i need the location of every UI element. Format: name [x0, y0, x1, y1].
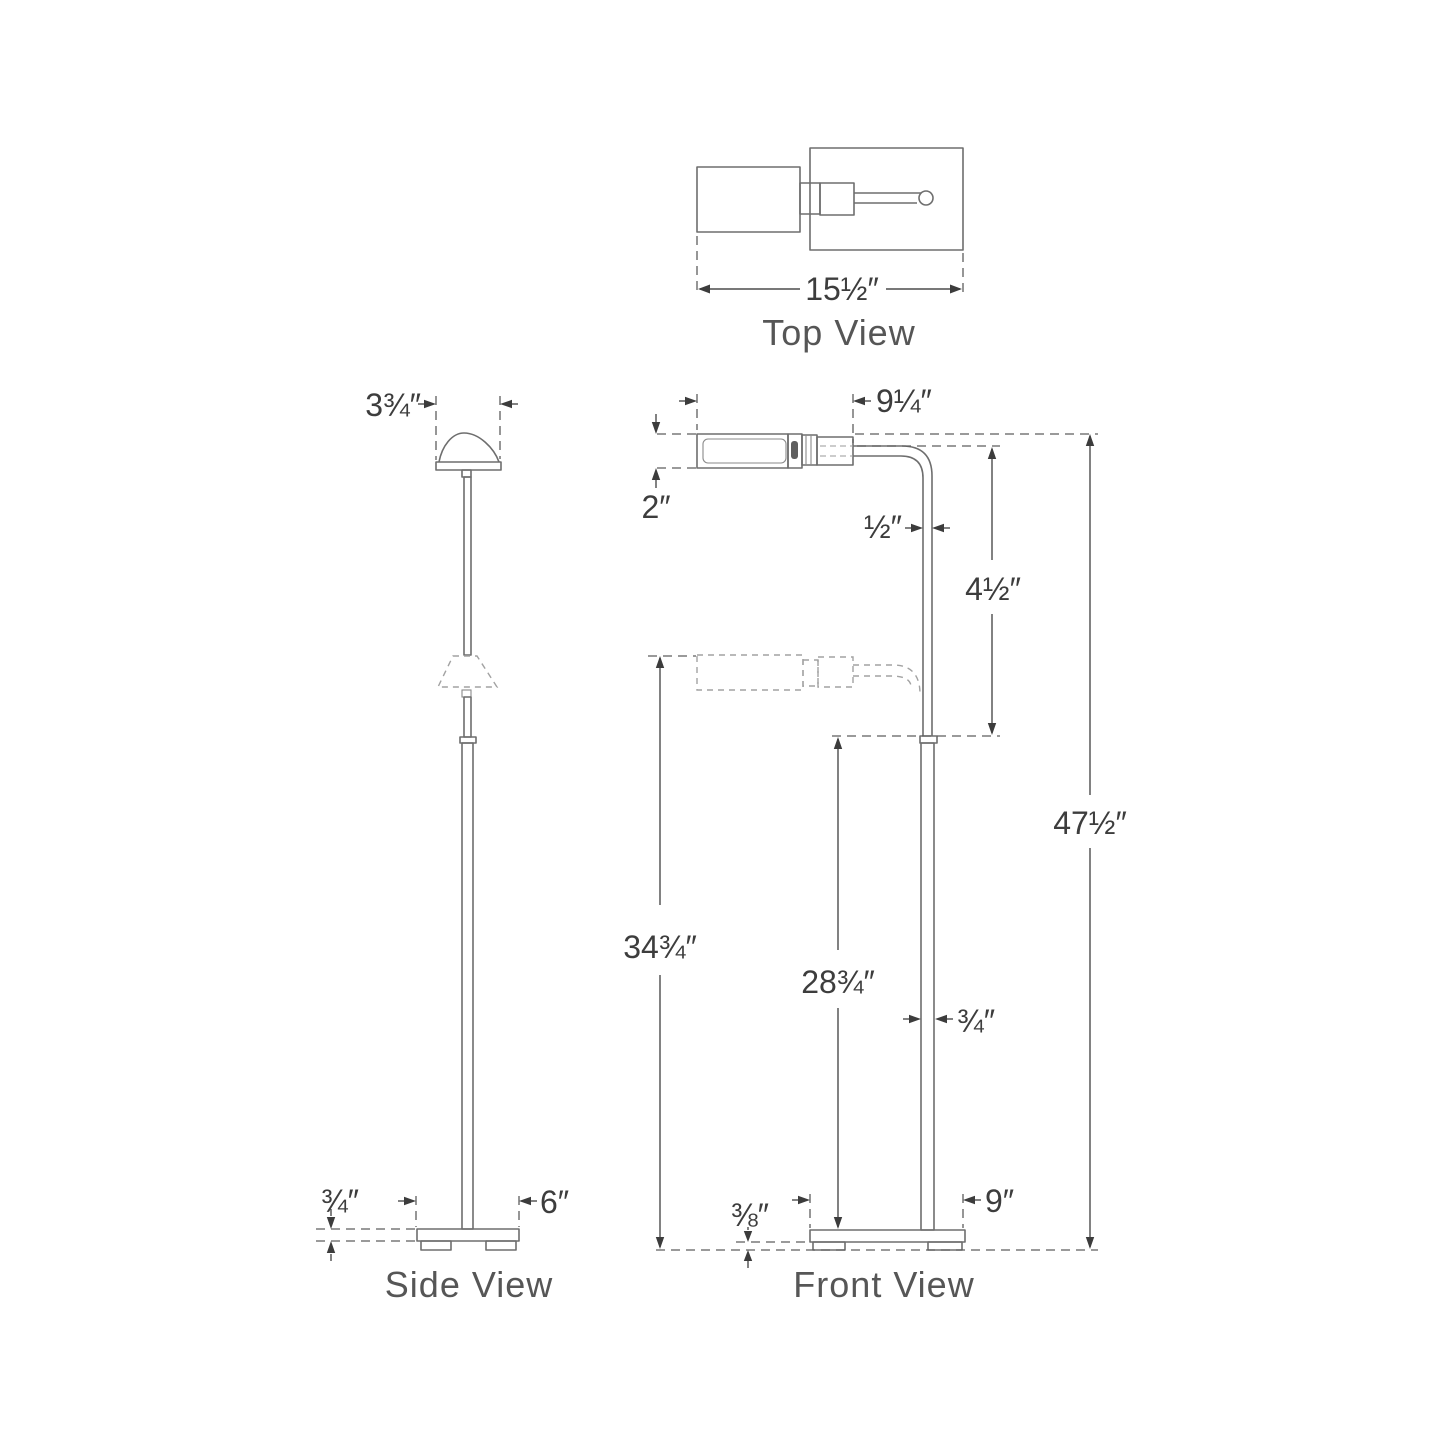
dim-front-lowered-shade-height: 34¾″	[623, 929, 697, 965]
dim-side-shade-depth: 3¾″	[365, 387, 421, 423]
dim-front-foot-height: ⅜″	[731, 1197, 769, 1233]
dim-front-arm-thickness: ½″	[864, 509, 902, 545]
front-arm-drop-dimension: 4½″	[832, 445, 1021, 737]
dim-front-base-width: 9″	[985, 1183, 1014, 1219]
side-view-label: Side View	[385, 1264, 553, 1305]
top-view: 15½″ Top View	[696, 147, 964, 353]
top-view-label: Top View	[762, 312, 915, 353]
dim-side-base-depth: 6″	[540, 1184, 569, 1220]
front-overall-height-dimension: 47½″	[855, 433, 1127, 1249]
front-foot-height-dimension: ⅜″	[731, 1197, 810, 1268]
dim-front-pole-thickness: ¾″	[957, 1003, 995, 1039]
front-view-label: Front View	[793, 1264, 974, 1305]
dim-side-base-thickness: ¾″	[321, 1183, 359, 1219]
side-view-lower-pole	[459, 696, 477, 1230]
top-view-socket	[799, 182, 855, 216]
top-view-base-plate	[809, 147, 964, 251]
dim-front-shade-height: 2″	[641, 489, 670, 525]
front-pole-thickness-dimension: ¾″	[903, 1003, 995, 1039]
side-view-ghost-shade	[436, 655, 499, 698]
top-view-shade	[696, 166, 801, 233]
dim-front-overall-height: 47½″	[1053, 805, 1127, 841]
front-base-width-dimension: 9″	[792, 1183, 1014, 1228]
top-view-depth-dimension: 15½″	[696, 236, 964, 307]
side-view-base	[416, 1228, 520, 1251]
front-view-base	[809, 1229, 966, 1251]
front-arm-thickness-dimension: ½″	[864, 509, 950, 545]
side-base-thickness-dimension: ¾″	[316, 1183, 417, 1261]
front-view-ghost-head	[696, 654, 921, 695]
top-view-arm	[854, 190, 934, 206]
front-lowered-shade-dimension: 34¾″	[623, 655, 697, 1249]
front-view-pole	[919, 735, 938, 1231]
front-view-arm	[853, 445, 933, 736]
side-view-shade	[435, 432, 502, 478]
dim-top-overall-depth: 15½″	[805, 271, 879, 307]
side-view-upper-pole	[463, 476, 472, 656]
front-view-shade-head	[696, 433, 854, 469]
front-pole-height-dimension: 28¾″	[801, 737, 875, 1229]
side-view: 3¾″ ¾″ 6″ Side View	[316, 387, 569, 1305]
front-view: 9¼″ 2″ ½″ 4½″	[623, 383, 1127, 1305]
side-base-depth-dimension: 6″	[398, 1184, 569, 1227]
dim-front-pole-height: 28¾″	[801, 964, 875, 1000]
side-shade-depth-dimension: 3¾″	[365, 387, 518, 460]
dim-front-arm-drop: 4½″	[965, 571, 1021, 607]
front-shade-length-dimension: 9¼″	[679, 383, 932, 443]
dim-front-shade-length: 9¼″	[876, 383, 932, 419]
front-shade-height-dimension: 2″	[641, 414, 696, 525]
